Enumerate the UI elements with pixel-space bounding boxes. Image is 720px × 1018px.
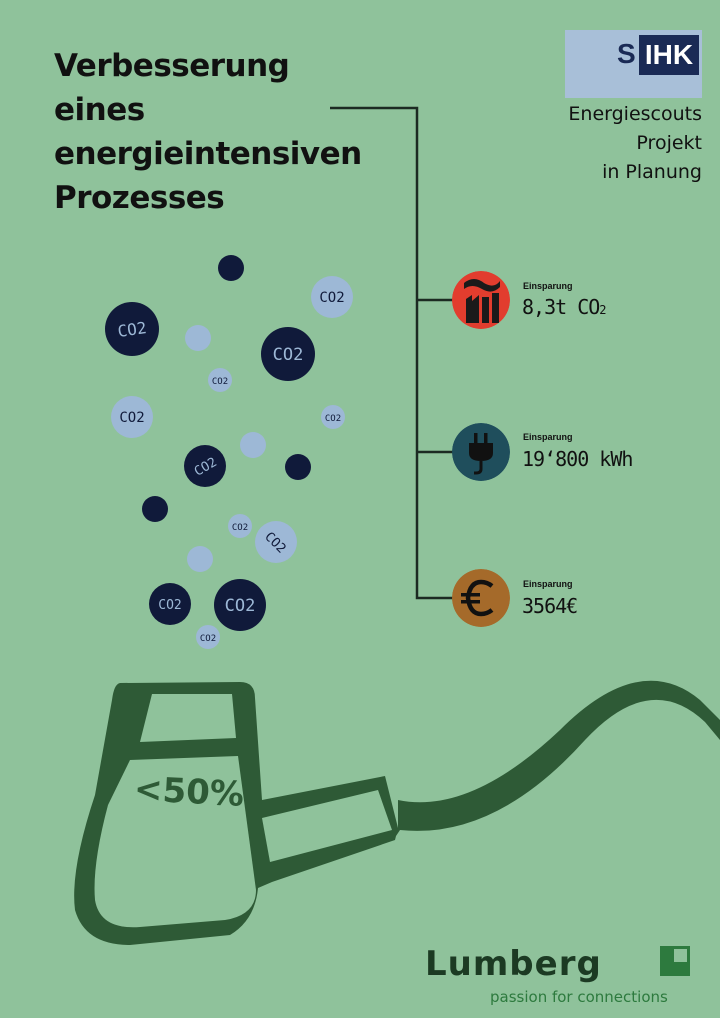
saving-energy-value: 19‘800 kWh [522, 447, 633, 471]
headline-line-2: eines [54, 92, 145, 128]
svg-text:CO2: CO2 [273, 345, 304, 365]
saving-co2-value-main: 8,3t CO [522, 295, 600, 319]
svg-text:CO2: CO2 [319, 290, 344, 306]
project-line-2: Projekt [636, 132, 702, 154]
co2-bubble: CO2 [105, 302, 159, 356]
co2-bubble: CO2 [261, 327, 315, 381]
saving-cost-value: 3564€ [522, 594, 578, 618]
brand-tagline: passion for connections [490, 988, 668, 1006]
bubble [185, 325, 211, 351]
saving-co2-label: Einsparung [523, 281, 573, 291]
co2-bubble: CO2 [208, 368, 232, 392]
bubble [240, 432, 266, 458]
svg-text:CO2: CO2 [212, 377, 228, 387]
svg-text:CO2: CO2 [200, 634, 216, 644]
lumberg-mark-icon [660, 946, 690, 976]
headline-line-1: Verbesserung [54, 48, 290, 84]
headline: Verbesserung eines energieintensiven Pro… [54, 44, 374, 220]
project-line-1: Energiescouts [568, 103, 702, 125]
svg-text:CO2: CO2 [232, 523, 248, 533]
co2-bubble: CO2 [196, 625, 220, 649]
bubble [218, 255, 244, 281]
project-line-3: in Planung [602, 161, 702, 183]
bubble [187, 546, 213, 572]
svg-text:CO2: CO2 [158, 598, 181, 613]
ihk-logo-letter: S [617, 38, 636, 69]
factory-icon [452, 271, 510, 329]
headline-line-4: Prozesses [54, 180, 225, 216]
lumberg-logo: Lumberg [425, 944, 602, 984]
co2-bubble: CO2 [111, 396, 153, 438]
saving-co2-value: 8,3t CO2 [522, 295, 607, 319]
bubble [285, 454, 311, 480]
reduction-percentage: <50% [133, 769, 245, 815]
co2-bubble: CO2 [149, 583, 191, 625]
co2-bubble: CO2 [228, 514, 252, 538]
project-status: Energiescouts Projekt in Planung [568, 100, 702, 187]
saving-cost-label: Einsparung [523, 579, 573, 589]
co2-bubble: CO2 [311, 276, 353, 318]
co2-bubble: CO2 [321, 405, 345, 429]
svg-text:CO2: CO2 [225, 596, 256, 616]
euro-icon [452, 569, 510, 627]
co2-bubble: CO2 [214, 579, 266, 631]
svg-text:CO2: CO2 [119, 410, 144, 426]
saving-energy-label: Einsparung [523, 432, 573, 442]
bubble [142, 496, 168, 522]
headline-line-3: energieintensiven [54, 136, 362, 172]
plug-icon [452, 423, 510, 481]
svg-text:CO2: CO2 [116, 318, 147, 341]
svg-text:CO2: CO2 [325, 414, 341, 424]
co2-bubble: CO2 [255, 521, 297, 563]
saving-co2-value-sub: 2 [599, 303, 606, 317]
co2-bubble: CO2 [184, 445, 226, 487]
ihk-logo: S IHK [565, 30, 702, 98]
ihk-logo-name: IHK [639, 35, 699, 75]
